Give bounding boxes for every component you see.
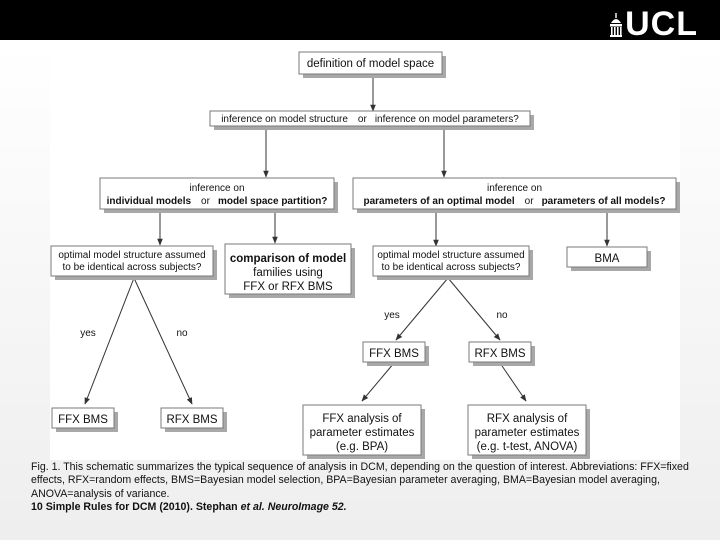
- caption-reference: 10 Simple Rules for DCM (2010). Stephan …: [31, 501, 347, 514]
- figure-caption: Fig. 1. This schematic summarizes the ty…: [31, 461, 717, 515]
- arrow-no-left: [133, 277, 193, 405]
- ucl-portico-icon: [610, 13, 623, 37]
- flowchart: definition of model space inference on m…: [50, 51, 680, 459]
- arrow-no-right: [447, 277, 501, 341]
- node-right-inference: inference on parameters of an optimal mo…: [352, 177, 680, 213]
- right-assumed-line2: to be identical across subjects?: [382, 262, 521, 273]
- right-yes-label: yes: [384, 310, 400, 321]
- ffx-analysis-line3: (e.g. BPA): [336, 441, 388, 453]
- node-comparison: comparison of model families using FFX o…: [224, 243, 355, 298]
- rfx-analysis-line1: RFX analysis of: [487, 413, 568, 425]
- node-bottom-rfx-bms: RFX BMS: [160, 407, 227, 432]
- node-mid-ffx-bms: FFX BMS: [362, 341, 429, 366]
- node-right-assumed: optimal model structure assumed to be id…: [372, 245, 533, 280]
- comparison-line2: families using: [253, 267, 323, 279]
- ffx-analysis-line1: FFX analysis of: [322, 413, 402, 425]
- node-bottom-ffx-bms: FFX BMS: [51, 407, 118, 432]
- ffx-analysis-line2: parameter estimates: [310, 427, 415, 439]
- bottom-rfx-bms-label: RFX BMS: [166, 414, 217, 426]
- figure-panel: definition of model space inference on m…: [50, 50, 680, 460]
- caption-text: Fig. 1. This schematic summarizes the ty…: [31, 461, 689, 500]
- comparison-line1: comparison of model: [230, 253, 346, 265]
- node-rfx-analysis: RFX analysis of parameter estimates (e.g…: [467, 404, 590, 459]
- node-ffx-analysis: FFX analysis of parameter estimates (e.g…: [302, 404, 425, 459]
- arrow-yes-right: [395, 277, 449, 341]
- bma-label: BMA: [595, 253, 620, 265]
- left-assumed-line2: to be identical across subjects?: [63, 262, 202, 273]
- node-definition: definition of model space: [298, 51, 446, 78]
- arrow-yes-left: [84, 277, 135, 405]
- right-no-label: no: [496, 310, 508, 321]
- right-assumed-line1: optimal model structure assumed: [377, 250, 524, 261]
- connector-arrows: [84, 77, 610, 405]
- logo-text: UCL: [625, 5, 698, 43]
- left-yes-label: yes: [80, 328, 96, 339]
- bottom-ffx-bms-label: FFX BMS: [58, 414, 108, 426]
- mid-rfx-bms-label: RFX BMS: [474, 348, 525, 360]
- comparison-line3: FFX or RFX BMS: [243, 281, 333, 293]
- node-left-assumed: optimal model structure assumed to be id…: [50, 245, 217, 280]
- arrow-ffx-to-analysis: [361, 362, 395, 402]
- node-mid-rfx-bms: RFX BMS: [468, 341, 535, 366]
- left-assumed-line1: optimal model structure assumed: [58, 250, 205, 261]
- left-inference-on-label: inference on: [189, 183, 244, 194]
- left-no-label: no: [176, 328, 188, 339]
- top-banner: UCL: [0, 0, 720, 41]
- rfx-analysis-line2: parameter estimates: [475, 427, 580, 439]
- node-bma: BMA: [566, 246, 651, 271]
- definition-label: definition of model space: [307, 58, 434, 70]
- ucl-logo: UCL: [610, 7, 698, 41]
- arrow-rfx-to-analysis: [499, 362, 527, 402]
- right-inference-on-label: inference on: [487, 183, 542, 194]
- mid-ffx-bms-label: FFX BMS: [369, 348, 419, 360]
- rfx-analysis-line3: (e.g. t-test, ANOVA): [477, 441, 578, 453]
